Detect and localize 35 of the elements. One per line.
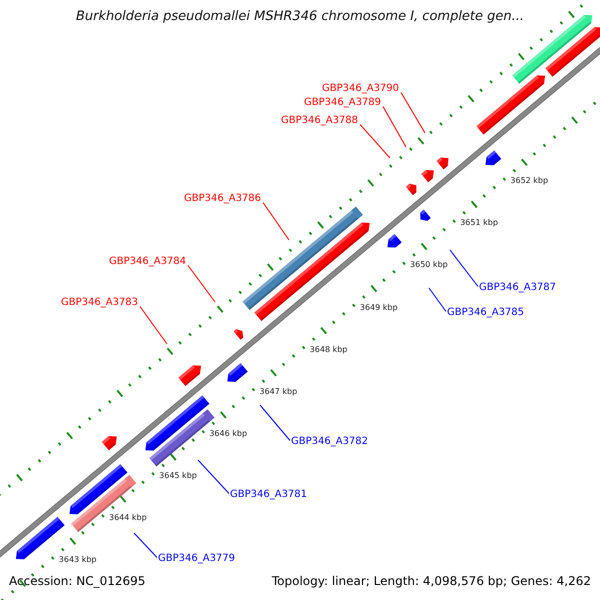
gene-label: GBP346_A3788	[281, 114, 358, 127]
gene-label: GBP346_A3784	[109, 255, 186, 268]
gene-label: GBP346_A3786	[184, 192, 262, 205]
leader-line	[198, 460, 230, 494]
gene-label: GBP346_A3787	[479, 281, 556, 294]
tick-label: 3648 kbp	[310, 344, 348, 355]
tick-label: 3643 kbp	[58, 555, 96, 566]
tick-label: 3647 kbp	[260, 386, 298, 397]
summary-text: Topology: linear; Length: 4,098,576 bp; Genes: 4,262	[272, 574, 591, 588]
gene-label: GBP346_A3790	[322, 82, 400, 95]
tick-label: 3644 kbp	[108, 513, 147, 524]
leader-line	[260, 404, 290, 441]
map-title: Burkholderia pseudomallei MSHR346 chromosome I, complete gen...	[74, 9, 526, 25]
tick-label: 3650 kbp	[410, 260, 448, 270]
gene-label: GBP346_A3781	[230, 488, 308, 501]
gene-label: GBP346_A3782	[291, 435, 368, 448]
leader-line	[428, 288, 446, 312]
tick-label: 3652 kbp	[510, 176, 548, 186]
tick-label: 3649 kbp	[360, 302, 398, 313]
gene-label: GBP346_A3783	[61, 296, 138, 309]
leader-line	[382, 106, 406, 148]
accession-text: Accession: NC_012695	[9, 574, 146, 588]
tick-label: 3646 kbp	[209, 428, 248, 439]
leader-line	[262, 202, 290, 240]
leader-line	[400, 92, 426, 134]
leader-line	[140, 306, 168, 344]
tick-label: 3645 kbp	[159, 471, 197, 481]
leader-line	[188, 265, 216, 302]
leader-line	[450, 250, 478, 287]
gene-label: GBP346_A3789	[304, 96, 382, 109]
leader-line	[134, 532, 158, 558]
gene-label: GBP346_A3785	[447, 306, 524, 319]
leader-line	[360, 124, 390, 158]
tick-label: 3651 kbp	[460, 218, 498, 228]
gene-label: GBP346_A3779	[158, 552, 236, 565]
